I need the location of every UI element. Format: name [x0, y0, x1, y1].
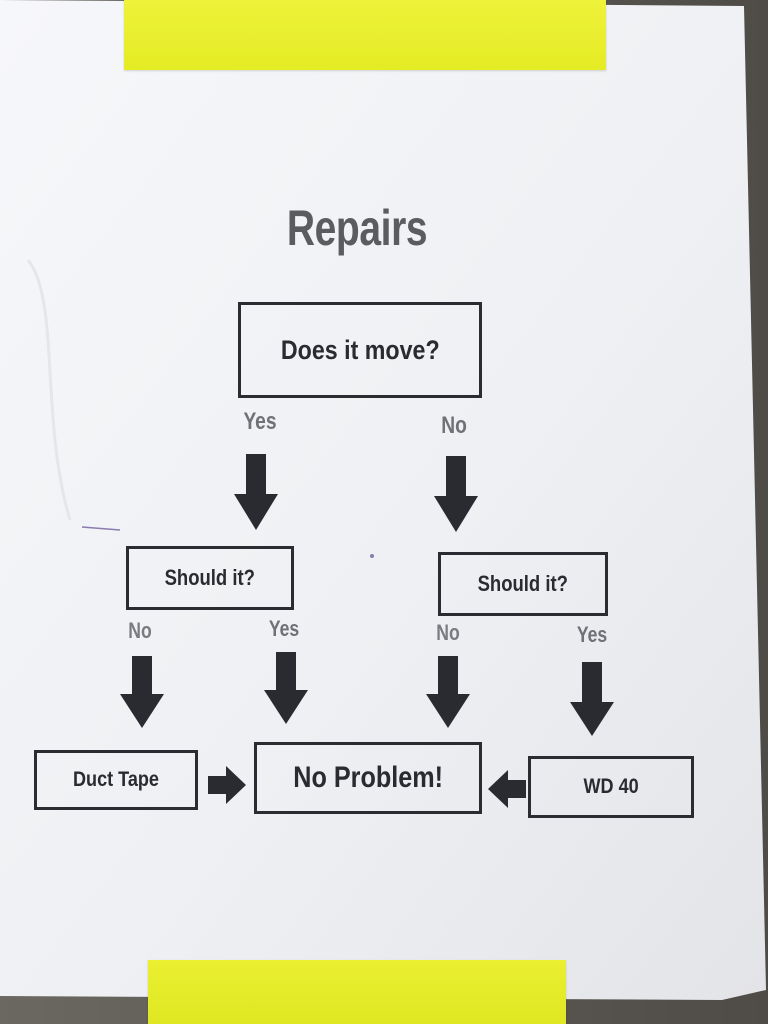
pen-mark — [81, 526, 121, 531]
arrow-down-icon — [264, 652, 308, 724]
outcome-wd40-text: WD 40 — [583, 775, 639, 798]
right-question-box: Should it? — [438, 552, 608, 616]
left-yes-label: Yes — [268, 616, 300, 641]
left-question-box: Should it? — [126, 546, 294, 610]
tape-top — [124, 0, 606, 70]
poster-title: Repairs — [286, 200, 428, 256]
left-question-text: Should it? — [164, 565, 256, 590]
branch-no-label: No — [441, 412, 467, 439]
root-question-box: Does it move? — [238, 302, 482, 398]
root-question-text: Does it move? — [280, 334, 440, 365]
left-no-label: No — [128, 618, 152, 643]
outcome-no-problem-box: No Problem! — [254, 742, 482, 814]
branch-yes-label: Yes — [243, 408, 277, 435]
arrow-down-icon — [234, 454, 278, 530]
arrow-down-icon — [120, 656, 164, 728]
right-question-text: Should it? — [477, 571, 569, 596]
tape-bottom — [148, 960, 566, 1024]
arrow-down-icon — [426, 656, 470, 728]
arrow-down-icon — [434, 456, 478, 532]
arrow-left-icon — [488, 770, 526, 808]
pen-dot — [370, 554, 374, 558]
outcome-duct-tape-box: Duct Tape — [34, 750, 198, 810]
outcome-no-problem-text: No Problem! — [293, 761, 443, 794]
arrow-right-icon — [208, 766, 246, 804]
outcome-duct-tape-text: Duct Tape — [73, 768, 159, 791]
right-no-label: No — [436, 620, 460, 645]
arrow-down-icon — [570, 662, 614, 736]
right-yes-label: Yes — [576, 622, 608, 647]
outcome-wd40-box: WD 40 — [528, 756, 694, 818]
